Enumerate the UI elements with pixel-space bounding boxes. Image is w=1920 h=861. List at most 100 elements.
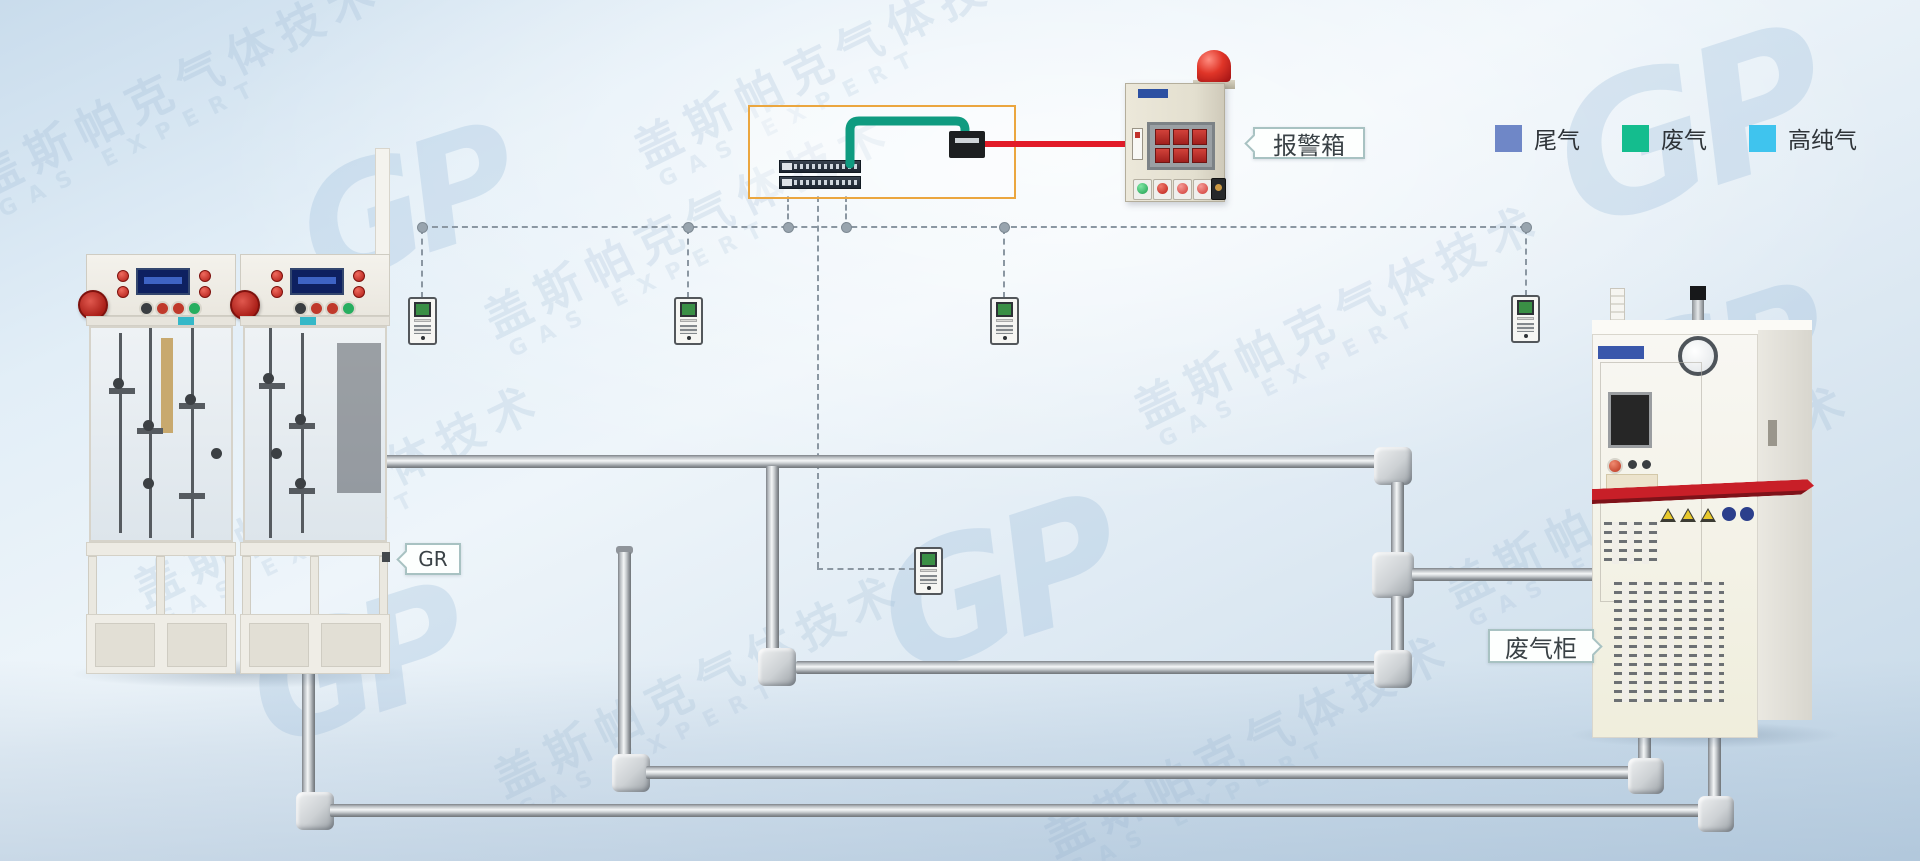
signal-drop-line (817, 568, 915, 570)
detector-grille (680, 325, 697, 334)
pipe-mid-vertical (766, 466, 779, 652)
legend-label-tail-gas: 尾气 (1534, 128, 1580, 154)
pipe-bottom-horizontal-1 (646, 766, 1636, 779)
callout-alarm-box: 报警箱 (1253, 127, 1365, 160)
gas-detector (408, 297, 437, 345)
vent-grille-small (1604, 522, 1658, 564)
warning-icon (1680, 508, 1696, 522)
gas-detector (1511, 295, 1540, 343)
panel-button (325, 301, 340, 316)
junction-node (683, 222, 694, 233)
panel-button (353, 286, 365, 298)
legend: 尾气 废气 高纯气 (1495, 121, 1887, 155)
alarm-name-plate (1138, 89, 1168, 98)
callout-alarm-box-label: 报警箱 (1273, 131, 1345, 160)
network-switch (779, 176, 861, 189)
pipe-elbow (1374, 650, 1412, 688)
callout-waste-gas-cabinet-label: 废气柜 (1505, 634, 1577, 663)
detector-grille (1517, 323, 1534, 332)
pipe-branch-to-cabinet (1412, 568, 1608, 581)
gas-rack-unit (230, 254, 390, 674)
cabinet-blue-label (1598, 346, 1644, 359)
warning-icon (1660, 508, 1676, 522)
side-slot (1768, 420, 1777, 446)
panel-button (271, 270, 283, 282)
panel-button (187, 301, 202, 316)
gas-rack-control-panel (86, 254, 236, 316)
signal-drop-line (1525, 228, 1527, 296)
detector-grille (920, 575, 937, 584)
pipe-right-vertical (1391, 596, 1404, 656)
panel-button (171, 301, 186, 316)
detector-grille (996, 325, 1013, 334)
gas-detector (674, 297, 703, 345)
detector-grille (414, 325, 431, 334)
panel-button (293, 301, 308, 316)
junction-node (841, 222, 852, 233)
legend-swatch-high-purity-gas (1749, 124, 1776, 152)
top-valve-cap (1690, 286, 1706, 300)
hazard-icon (1722, 507, 1736, 521)
panel-button (353, 270, 365, 282)
pipe-cabinet-drop (1708, 724, 1721, 802)
pipe-bottom-horizontal-2 (330, 804, 1706, 817)
detector-screen (1517, 300, 1534, 315)
top-valve-stem (1692, 300, 1704, 324)
alarm-side-tag (1132, 128, 1143, 160)
alarm-box (1125, 83, 1226, 202)
pipe-main-horizontal (383, 455, 1388, 468)
panel-button (271, 286, 283, 298)
warning-icon (1700, 508, 1716, 522)
gas-rack-interior (243, 326, 387, 542)
pipe-elbow (296, 792, 334, 830)
pipe-elbow (1374, 447, 1412, 485)
gas-detector (914, 547, 943, 595)
cabinet-screen (1608, 392, 1652, 448)
pipe-elbow (1698, 796, 1734, 832)
cyan-tag (300, 317, 316, 325)
callout-waste-gas-cabinet: 废气柜 (1488, 629, 1594, 663)
panel-display (136, 268, 190, 295)
detector-screen (920, 552, 937, 567)
signal-drop-line (687, 228, 689, 298)
red-valve-handle (230, 290, 260, 320)
junction-node (999, 222, 1010, 233)
callout-gas-rack: GR (405, 543, 461, 575)
switch-drop-line-long (817, 196, 819, 568)
signal-drop-line (421, 228, 423, 298)
switch-drop-line (787, 196, 789, 228)
pipe-fitting (382, 552, 390, 562)
pipe-center-vertical (618, 552, 631, 762)
alarm-button-red (1173, 179, 1192, 200)
pipe-left-vertical (302, 670, 315, 800)
panel-button (139, 301, 154, 316)
legend-swatch-tail-gas (1495, 124, 1522, 152)
waste-cabinet-side (1758, 330, 1812, 720)
pipe-cap (616, 546, 633, 554)
cabinet-red-button (1607, 458, 1623, 474)
alarm-button-red (1193, 179, 1212, 200)
gas-detector (990, 297, 1019, 345)
legend-label-high-purity-gas: 高纯气 (1788, 128, 1857, 154)
alarm-beacon-icon (1197, 50, 1231, 82)
gas-rack-unit (78, 254, 236, 674)
detector-screen (680, 302, 697, 317)
cabinet-button (1628, 460, 1637, 469)
detector-screen (414, 302, 431, 317)
cabinet-button (1642, 460, 1651, 469)
pipe-elbow (1628, 758, 1664, 794)
network-cable (845, 116, 970, 169)
panel-button (199, 270, 211, 282)
alarm-button-black (1211, 178, 1226, 200)
legend-label-waste-gas: 废气 (1661, 128, 1707, 154)
pipe-tee-connector (1372, 552, 1414, 598)
junction-node (417, 222, 428, 233)
switch-drop-line (845, 196, 847, 228)
pipe-mid-horizontal (796, 661, 1378, 674)
detector-screen (996, 302, 1013, 317)
gas-rack-interior (89, 326, 233, 542)
pressure-gauge (1678, 336, 1718, 376)
network-switch (779, 160, 861, 173)
